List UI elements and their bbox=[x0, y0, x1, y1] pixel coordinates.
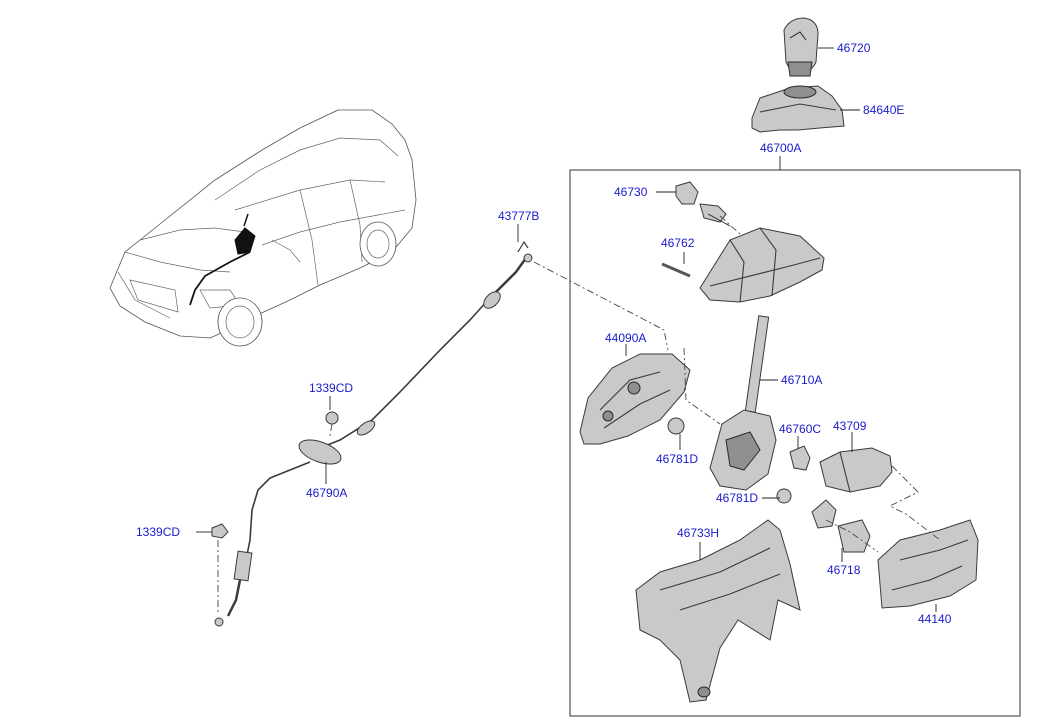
callout-1339cd-bottom[interactable]: 1339CD bbox=[136, 525, 181, 539]
base-46733h-part bbox=[635, 519, 801, 703]
vehicle-illustration bbox=[109, 109, 417, 347]
callout-46710a[interactable]: 46710A bbox=[781, 373, 823, 387]
callout-46733h[interactable]: 46733H bbox=[677, 526, 720, 540]
callout-46781d-right[interactable]: 46781D bbox=[716, 491, 759, 505]
assembly-frame bbox=[569, 169, 1021, 717]
callout-44090a[interactable]: 44090A bbox=[605, 331, 647, 345]
solenoid-43709-part bbox=[819, 447, 893, 493]
callout-46720[interactable]: 46720 bbox=[837, 41, 871, 55]
indicator-housing-part bbox=[661, 227, 825, 303]
callout-46718[interactable]: 46718 bbox=[827, 563, 861, 577]
clip-46730-part bbox=[675, 181, 731, 227]
callout-46781d-left[interactable]: 46781D bbox=[656, 452, 699, 466]
callout-46730[interactable]: 46730 bbox=[614, 185, 648, 199]
dashed-centerlines bbox=[217, 215, 941, 612]
clip-46760c-part bbox=[789, 445, 811, 471]
bracket-44140-part bbox=[877, 519, 979, 609]
callout-43709[interactable]: 43709 bbox=[833, 419, 867, 433]
shift-knob-part bbox=[783, 17, 819, 77]
shift-boot-part bbox=[751, 85, 845, 133]
callout-46790a[interactable]: 46790A bbox=[306, 486, 348, 500]
leader-lines bbox=[196, 47, 937, 612]
side-bracket-44090a-part bbox=[579, 353, 691, 445]
callout-44140[interactable]: 44140 bbox=[918, 612, 952, 626]
shift-lever-46710a-part bbox=[667, 315, 792, 504]
callout-1339cd-top[interactable]: 1339CD bbox=[309, 381, 354, 395]
callout-46760c[interactable]: 46760C bbox=[779, 422, 822, 436]
callout-84640e[interactable]: 84640E bbox=[863, 103, 905, 117]
callout-46700a[interactable]: 46700A bbox=[760, 141, 802, 155]
shift-cable-part bbox=[211, 240, 533, 627]
callout-43777b[interactable]: 43777B bbox=[498, 209, 540, 223]
part-46718 bbox=[811, 499, 871, 553]
callout-46762[interactable]: 46762 bbox=[661, 236, 695, 250]
